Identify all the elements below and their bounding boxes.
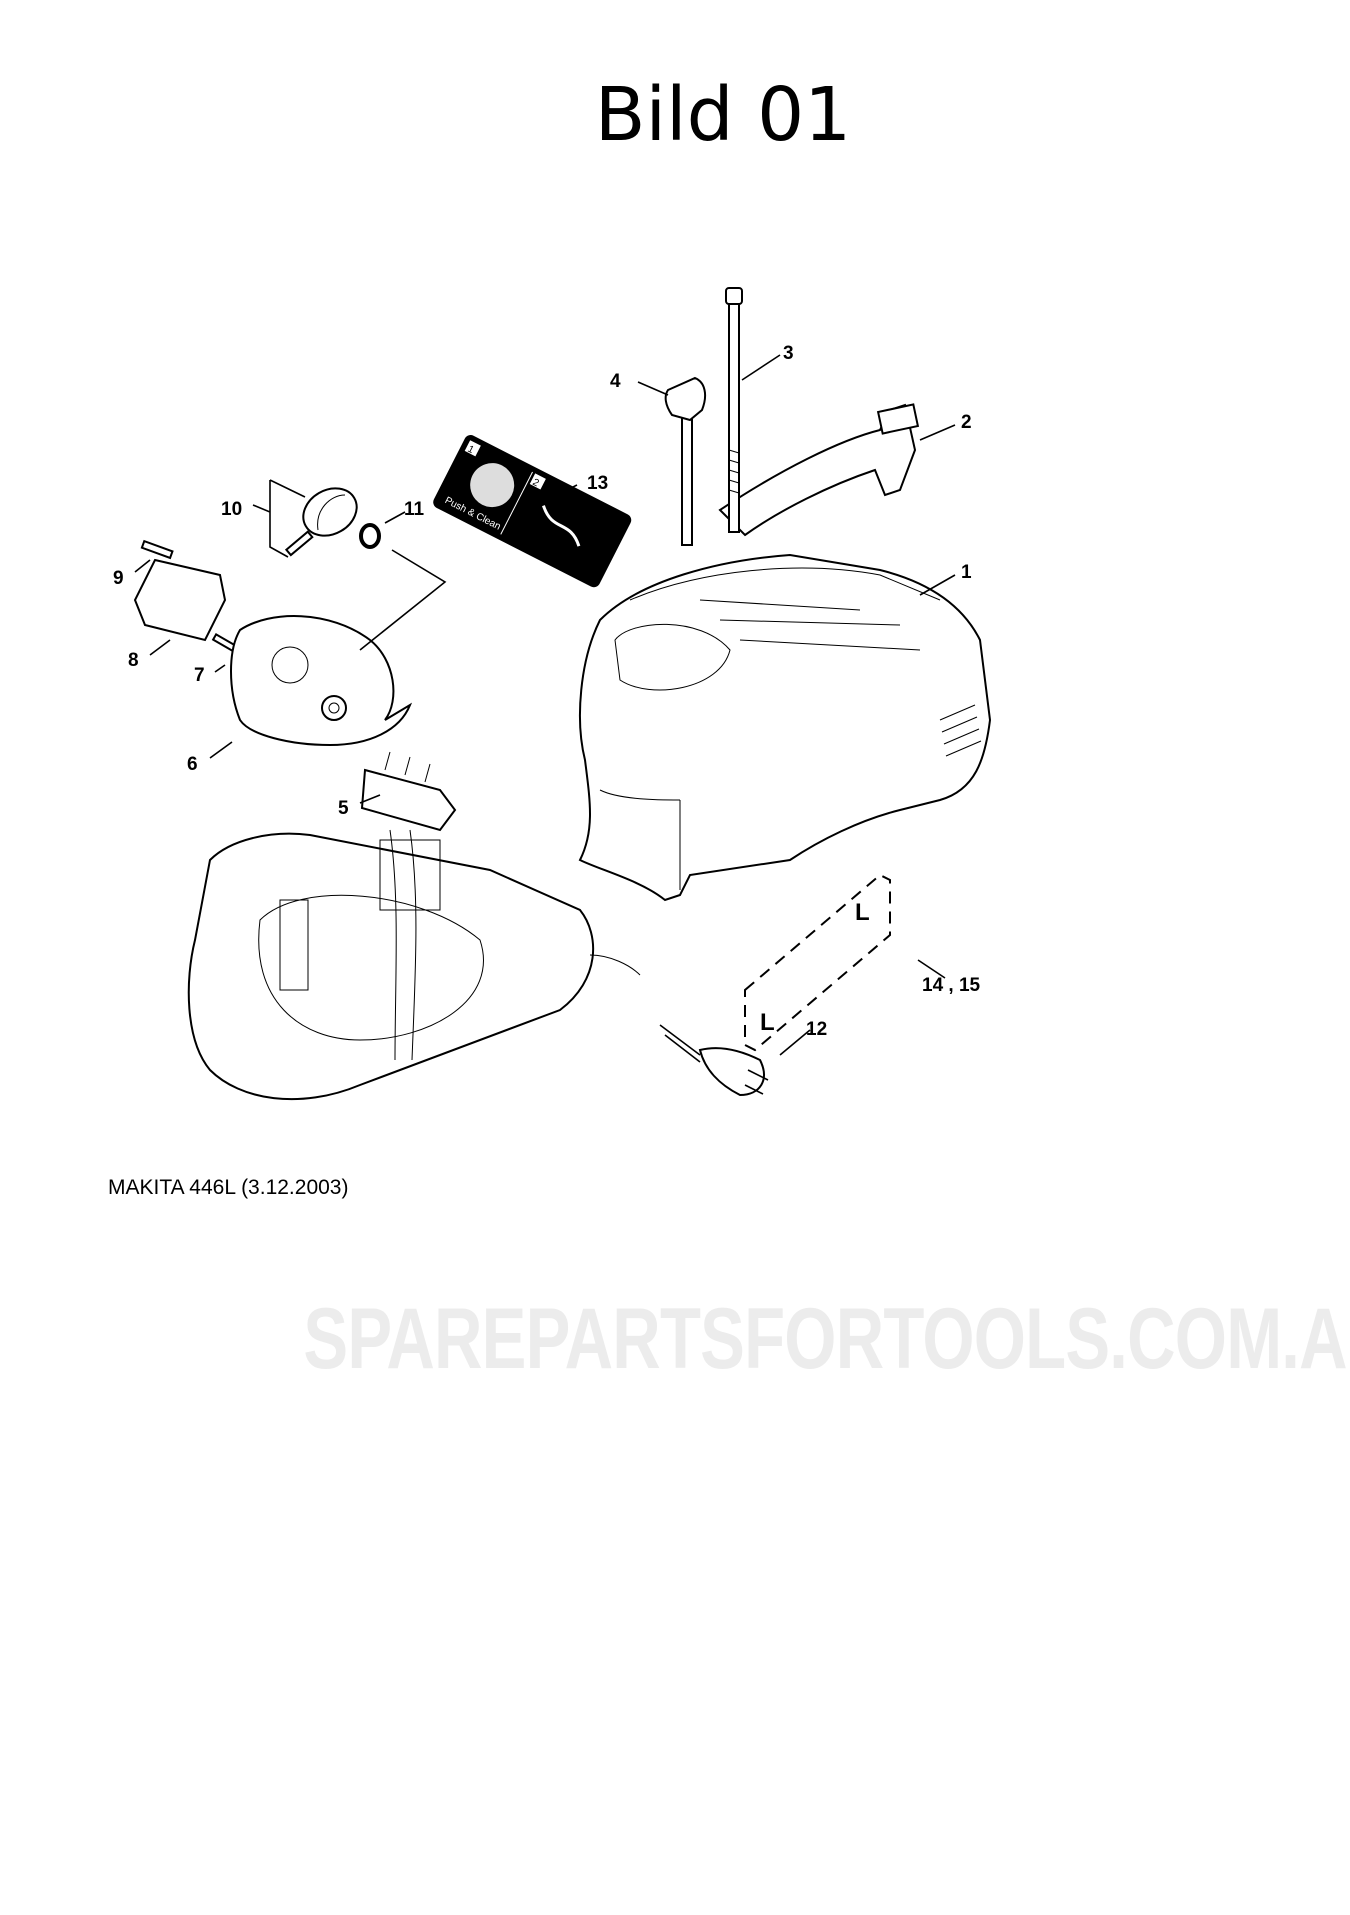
part-4-knob xyxy=(664,376,707,546)
callout-6: 6 xyxy=(187,754,198,775)
part-9-screw xyxy=(140,539,174,560)
callout-5: 5 xyxy=(338,798,349,819)
callout-9: 9 xyxy=(113,568,124,589)
callout-8: 8 xyxy=(128,650,139,671)
watermark: SPAREPARTSFORTOOLS.COM.AU xyxy=(303,1291,1350,1387)
base-housing xyxy=(187,829,641,1101)
part-1-housing-cover xyxy=(578,553,992,902)
callout-7: 7 xyxy=(194,665,205,686)
decal-step-2: 2 xyxy=(531,477,541,490)
leader-lines xyxy=(134,354,956,1056)
part-12-power-plug xyxy=(659,1024,769,1097)
part-10-cap-and-screw xyxy=(284,487,358,557)
callout-11: 11 xyxy=(404,499,425,520)
decal-step-1: 1 xyxy=(466,444,476,457)
sticker-letter-l-left: L xyxy=(760,1009,775,1036)
callout-3: 3 xyxy=(783,343,794,364)
callout-12: 12 xyxy=(806,1019,827,1040)
part-14-15-sticker: L L xyxy=(744,873,891,1052)
callout-13: 13 xyxy=(587,473,608,494)
callout-1: 1 xyxy=(961,562,972,583)
part-6-control-panel xyxy=(230,615,413,747)
part-13-decal: 1 2 Push & Clean xyxy=(433,435,632,588)
part-3-rod xyxy=(725,287,743,533)
part-5-switch xyxy=(360,751,457,832)
page-title: Bild 01 xyxy=(594,72,852,158)
sticker-letter-l-right: L xyxy=(855,899,870,926)
callout-10: 10 xyxy=(221,499,242,520)
part-8-box xyxy=(133,558,227,642)
callout-4: 4 xyxy=(610,371,621,392)
part-2-handle xyxy=(718,403,920,537)
part-11-o-ring xyxy=(359,523,381,549)
model-footer: MAKITA 446L (3.12.2003) xyxy=(108,1176,349,1199)
callout-14-15: 14 , 15 xyxy=(922,975,981,996)
callout-2: 2 xyxy=(961,412,972,433)
